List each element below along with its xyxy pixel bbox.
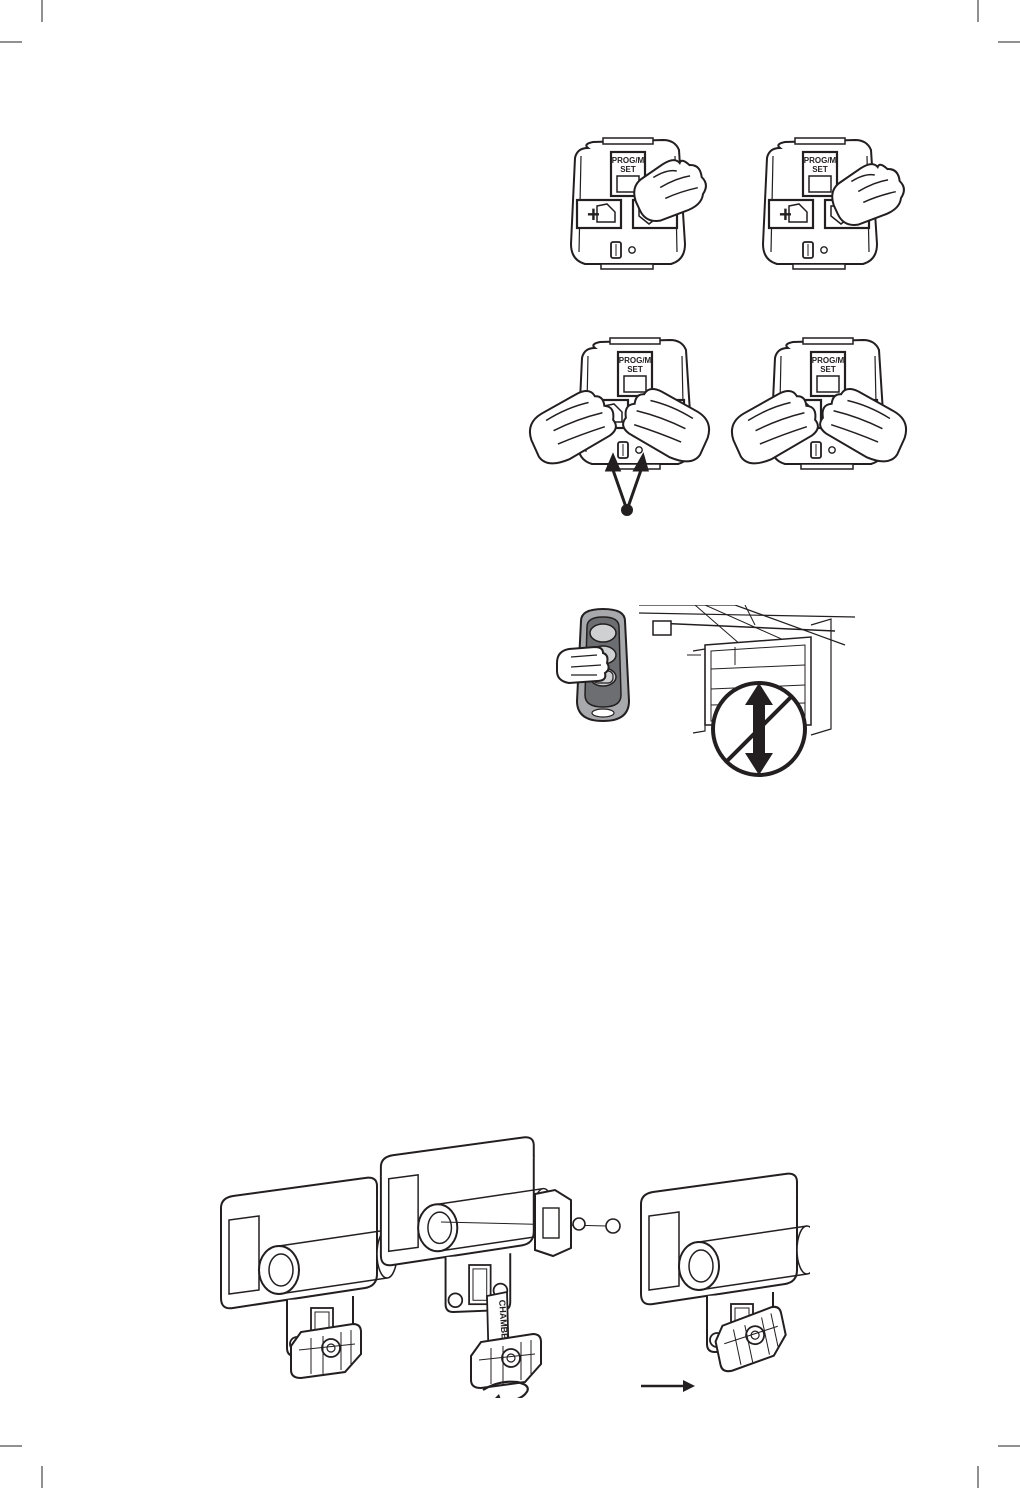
control-panel-right: PROG/M SET + xyxy=(763,138,911,269)
direction-arrow-icon xyxy=(641,1380,695,1392)
figure-up-down-press: PROG/M SET + PROG/M SET + xyxy=(515,330,925,520)
hand-icon xyxy=(557,647,609,683)
svg-text:+: + xyxy=(587,202,600,227)
prog-label: PROG/M xyxy=(619,356,652,365)
svg-text:+: + xyxy=(779,202,792,227)
set-label: SET xyxy=(620,165,636,174)
bracket-exploded: CHAMBERLAIN xyxy=(381,1137,620,1398)
figure-prog-press: PROG/M SET + PROG/M SET + xyxy=(555,130,915,275)
prog-label: PROG/M xyxy=(812,356,845,365)
bracket-assembled-left xyxy=(221,1178,397,1378)
figure-remote-door xyxy=(555,605,855,780)
set-label: SET xyxy=(627,365,643,374)
set-label: SET xyxy=(812,165,828,174)
figure-bracket-assembly: CHAMBERLAIN xyxy=(215,1118,810,1398)
prog-label: PROG/M xyxy=(804,156,837,165)
no-motion-icon xyxy=(713,683,805,775)
set-label: SET xyxy=(820,365,836,374)
bracket-assembled-right xyxy=(641,1174,810,1373)
prog-label: PROG/M xyxy=(612,156,645,165)
control-panel-left: PROG/M SET + xyxy=(571,138,713,269)
